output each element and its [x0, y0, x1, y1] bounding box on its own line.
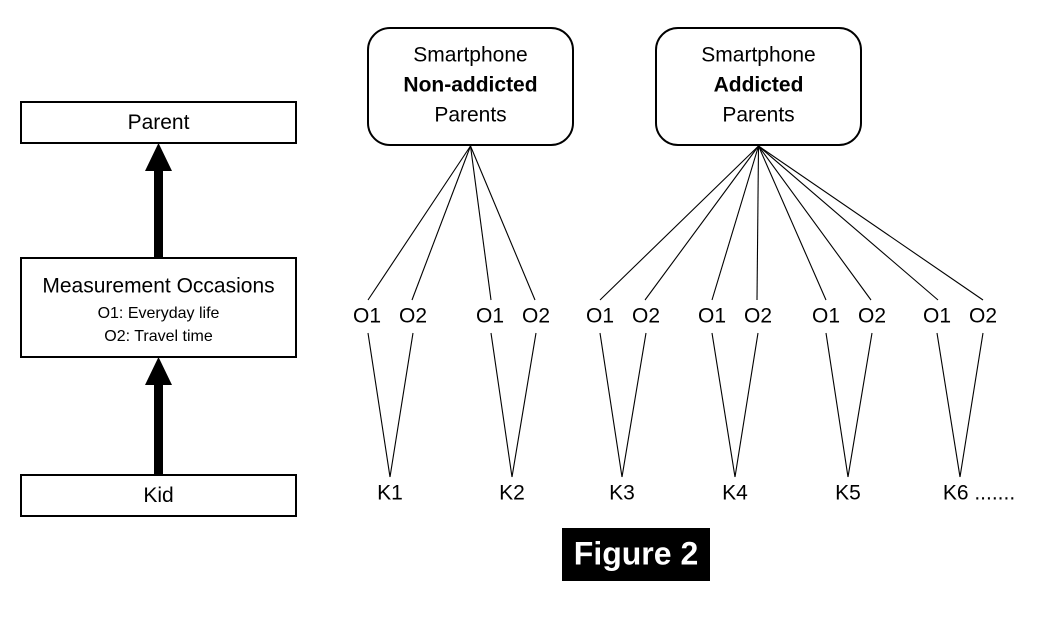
- arrow-head-up-upper: [145, 143, 172, 171]
- link-k1-o2-to-k1: [389, 332, 414, 478]
- occasion-label-k6-o1: O1: [923, 305, 951, 328]
- kid-label-k6: K6 .......: [943, 482, 1015, 505]
- link-addicted-to-k6-o2: [758, 145, 984, 301]
- figure-tag-background: [562, 528, 710, 581]
- link-k2-o2-to-k2: [511, 332, 537, 478]
- group-non-addicted: Smartphone Non-addicted Parents O1 O2 O1…: [353, 27, 574, 505]
- link-nonaddicted-to-k2-o1: [469, 145, 492, 301]
- link-addicted-to-k5-o1: [757, 145, 827, 301]
- arrow-occasions-to-parent: [145, 143, 172, 257]
- link-k4-o1-to-k4: [711, 332, 736, 478]
- occasion-o2-description: O2: Travel time: [104, 328, 213, 345]
- non-addicted-parents-box: [367, 27, 574, 146]
- link-addicted-to-k4-o1: [711, 145, 760, 301]
- link-k3-o1-to-k3: [599, 332, 623, 478]
- non-addicted-line-smartphone: Smartphone: [413, 44, 527, 67]
- occasion-label-k3-o1: O1: [586, 305, 614, 328]
- occasion-label-k2-o1: O1: [476, 305, 504, 328]
- non-addicted-occasion-to-kid-links: [367, 332, 537, 478]
- kid-label-k3: K3: [609, 482, 635, 505]
- left-panel-hierarchy: Parent Measurement Occasions O1: Everyda…: [20, 101, 297, 517]
- arrow-head-up-lower: [145, 357, 172, 385]
- parent-box-label: Parent: [128, 111, 190, 134]
- non-addicted-line-parents: Parents: [434, 104, 506, 127]
- kid-label-k4: K4: [722, 482, 748, 505]
- measurement-occasions-level-box: Measurement Occasions O1: Everyday life …: [20, 257, 297, 358]
- link-k5-o2-to-k5: [847, 332, 873, 478]
- link-k6-o1-to-k6: [936, 332, 961, 478]
- parent-level-box: Parent: [20, 101, 297, 144]
- kid-level-box: Kid: [20, 474, 297, 517]
- addicted-parent-to-occasion-links: [599, 145, 984, 301]
- occasion-label-k3-o2: O2: [632, 305, 660, 328]
- addicted-line-status: Addicted: [714, 74, 804, 97]
- link-k3-o2-to-k3: [621, 332, 647, 478]
- occasion-label-k2-o2: O2: [522, 305, 550, 328]
- link-addicted-to-k3-o2: [644, 145, 759, 301]
- addicted-occasion-to-kid-links: [599, 332, 984, 478]
- addicted-parents-box: [655, 27, 862, 146]
- measurement-occasions-box-rect: [20, 257, 297, 358]
- arrow-kid-to-occasions: [145, 357, 172, 474]
- kid-label-k1: K1: [377, 482, 403, 505]
- non-addicted-line-status: Non-addicted: [403, 74, 537, 97]
- link-k2-o1-to-k2: [490, 332, 513, 478]
- link-addicted-to-k5-o2: [758, 145, 872, 301]
- link-k1-o1-to-k1: [367, 332, 391, 478]
- occasion-label-k5-o2: O2: [858, 305, 886, 328]
- occasion-label-k1-o1: O1: [353, 305, 381, 328]
- parent-box-rect: [20, 101, 297, 144]
- addicted-line-smartphone: Smartphone: [701, 44, 815, 67]
- link-nonaddicted-to-k2-o2: [469, 145, 536, 301]
- kid-label-k5: K5: [835, 482, 861, 505]
- link-nonaddicted-to-k1-o2: [411, 145, 472, 301]
- kid-box-rect: [20, 474, 297, 517]
- occasion-label-k4-o2: O2: [744, 305, 772, 328]
- link-nonaddicted-to-k1-o1: [367, 145, 471, 301]
- occasion-o1-description: O1: Everyday life: [98, 305, 220, 322]
- kid-box-label: Kid: [143, 484, 173, 507]
- link-addicted-to-k4-o2: [756, 145, 760, 301]
- occasion-label-k4-o1: O1: [698, 305, 726, 328]
- kid-label-k2: K2: [499, 482, 525, 505]
- non-addicted-parent-to-occasion-links: [367, 145, 536, 301]
- figure-tag-label: Figure 2: [574, 535, 698, 571]
- occasion-label-k1-o2: O2: [399, 305, 427, 328]
- link-k6-o2-to-k6: [959, 332, 984, 478]
- occasion-label-k6-o2: O2: [969, 305, 997, 328]
- occasion-label-k5-o1: O1: [812, 305, 840, 328]
- measurement-occasions-box-label: Measurement Occasions: [42, 275, 274, 298]
- addicted-line-parents: Parents: [722, 104, 794, 127]
- link-k4-o2-to-k4: [734, 332, 759, 478]
- link-addicted-to-k6-o1: [758, 145, 939, 301]
- group-addicted: Smartphone Addicted Parents O1 O2 O1 O2 …: [586, 27, 1015, 505]
- figure-caption-tag: Figure 2: [562, 528, 710, 581]
- link-addicted-to-k3-o1: [599, 145, 759, 301]
- link-k5-o1-to-k5: [825, 332, 849, 478]
